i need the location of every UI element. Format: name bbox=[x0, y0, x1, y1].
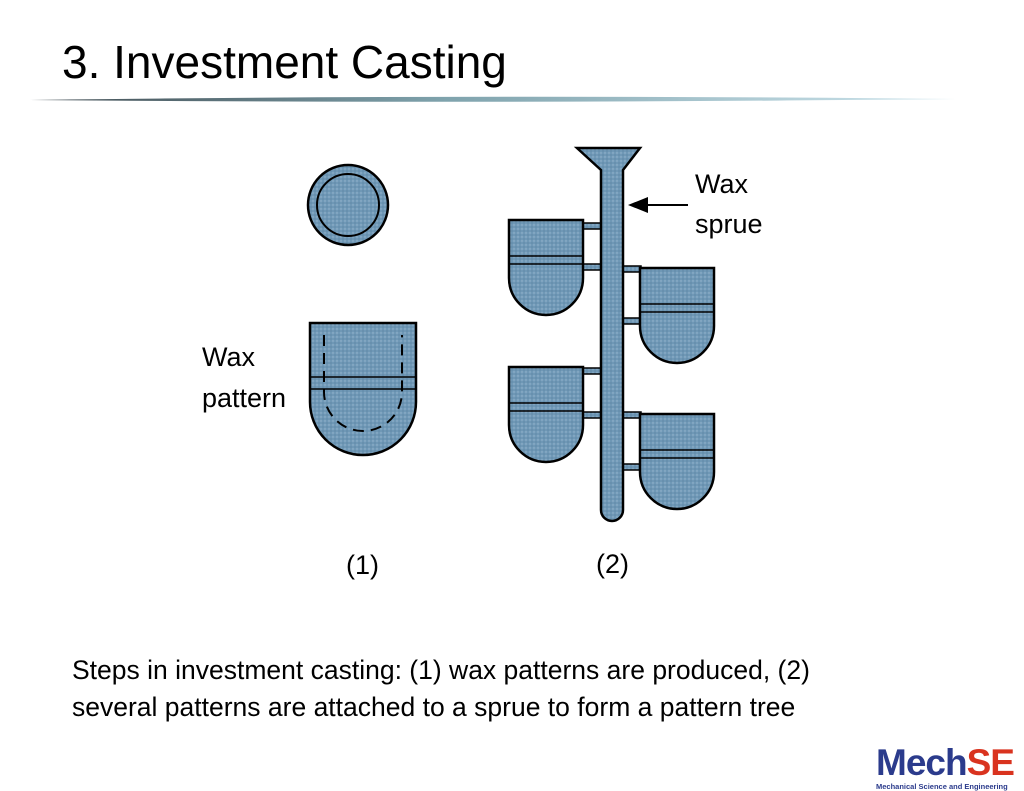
caption-line-1: Steps in investment casting: (1) wax pat… bbox=[72, 655, 810, 685]
title-divider bbox=[30, 96, 956, 102]
attached-pattern-3 bbox=[507, 365, 585, 464]
wax-sprue bbox=[573, 146, 643, 523]
wax-pattern-label-line2: pattern bbox=[202, 383, 286, 413]
logo-part-se: SE bbox=[966, 742, 1015, 783]
attached-pattern-4 bbox=[638, 412, 716, 511]
step-2-label: (2) bbox=[596, 549, 629, 579]
sprue-arrow bbox=[628, 197, 688, 213]
wax-sprue-label-line2: sprue bbox=[695, 209, 763, 239]
mechse-logo: MechSE Mechanical Science and Engineerin… bbox=[876, 744, 1024, 791]
logo-subtitle: Mechanical Science and Engineering bbox=[876, 782, 1008, 791]
wax-pattern-side-view bbox=[308, 321, 418, 457]
figure-caption: Steps in investment casting: (1) wax pat… bbox=[72, 652, 972, 726]
attached-pattern-2 bbox=[638, 266, 716, 365]
caption-line-2: several patterns are attached to a sprue… bbox=[72, 692, 796, 722]
attached-pattern-1 bbox=[507, 218, 585, 317]
investment-casting-diagram: Wax pattern Wax sprue (1) (2) bbox=[202, 146, 763, 580]
wax-pattern-label-line1: Wax bbox=[202, 342, 255, 372]
slide-title: 3. Investment Casting bbox=[62, 36, 507, 88]
wax-pattern-top-view bbox=[306, 163, 390, 247]
pattern-tree bbox=[507, 146, 716, 523]
logo-part-mech: Mech bbox=[876, 742, 968, 783]
logo-wordmark: MechSE bbox=[876, 744, 1024, 782]
wax-sprue-label-line1: Wax bbox=[695, 169, 748, 199]
step-1-label: (1) bbox=[346, 550, 379, 580]
